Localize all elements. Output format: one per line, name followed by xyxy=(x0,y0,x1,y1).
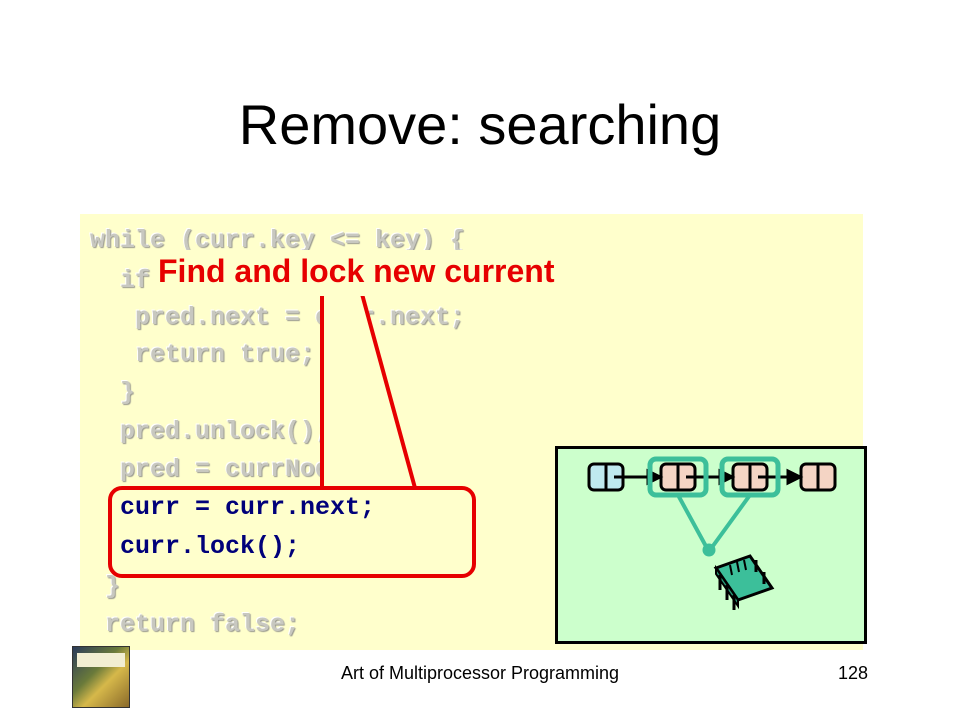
code-line-return-false: return false; xyxy=(90,610,301,639)
book-cover-image xyxy=(72,646,130,708)
thread-chip-icon xyxy=(713,554,775,610)
code-line-unlock: pred.unlock(); xyxy=(90,417,331,446)
page-number: 128 xyxy=(838,663,869,683)
lock-handles xyxy=(676,493,752,552)
callout-banner xyxy=(154,250,622,296)
callout-wedge xyxy=(322,272,415,488)
list-node-0 xyxy=(587,462,625,492)
code-line-curr-next: curr = curr.next; xyxy=(90,493,376,522)
code-line-return-true: return true; xyxy=(90,340,316,369)
slide-title: Remove: searching xyxy=(238,93,722,156)
code-line-close-if: } xyxy=(90,378,136,407)
book-cover-band xyxy=(77,653,125,667)
code-line-curr-lock: curr.lock(); xyxy=(90,532,301,561)
callout-text: Find and lock new current xyxy=(158,253,555,289)
list-node-3 xyxy=(799,462,837,492)
callout-wedge-right-edge xyxy=(354,271,417,489)
code-line-close-while: } xyxy=(90,572,121,601)
footer-text: Art of Multiprocessor Programming xyxy=(340,663,620,683)
highlight-box xyxy=(108,486,476,578)
lock-hub-icon xyxy=(702,543,716,557)
